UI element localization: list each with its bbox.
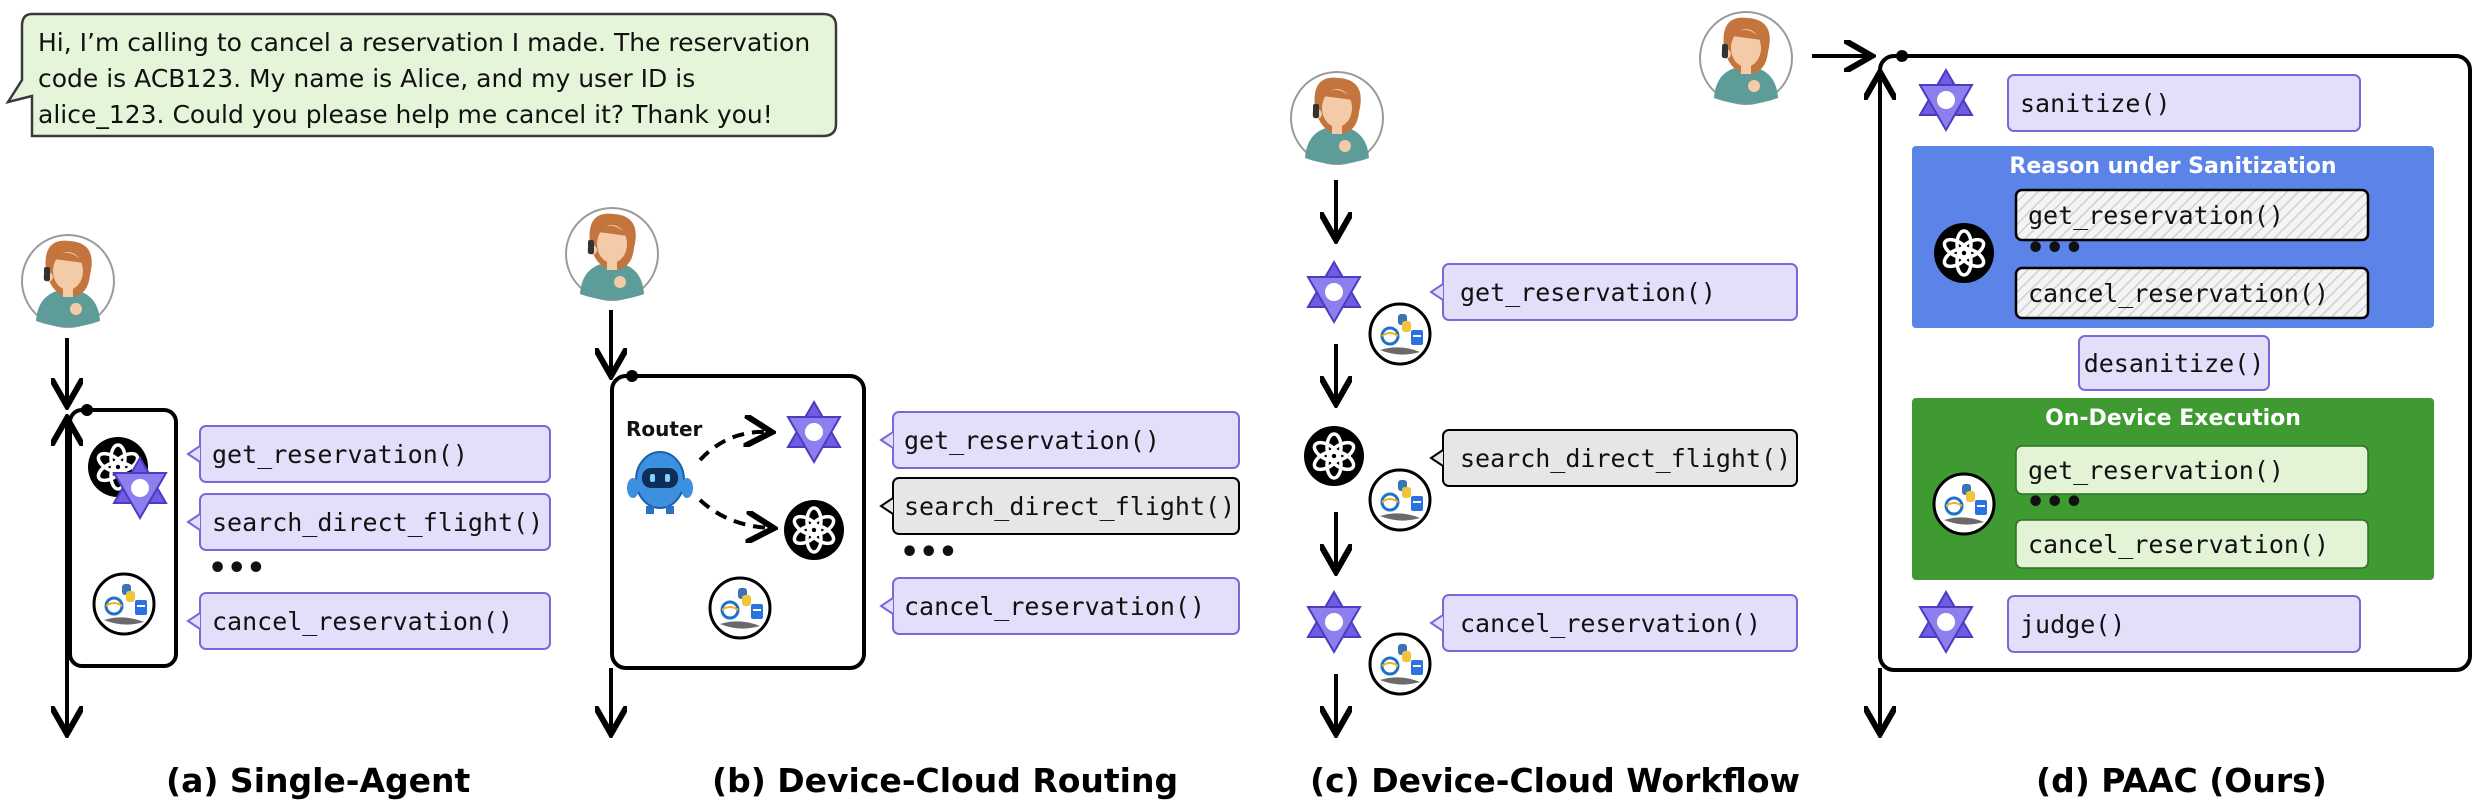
call-cancel-reservation: cancel_reservation()	[1460, 609, 1761, 638]
tools-icon	[92, 572, 156, 636]
exec-call-box	[2015, 519, 2369, 569]
speech-line-3: alice_123. Could you please help me canc…	[38, 100, 773, 129]
speech-line-1: Hi, I’m calling to cancel a reservation …	[38, 28, 810, 57]
exec-call-box	[2015, 445, 2369, 495]
call-judge: judge()	[2020, 610, 2125, 639]
route-arrow-local	[698, 432, 768, 462]
user-speech-bubble: Hi, I’m calling to cancel a reservation …	[5, 12, 838, 138]
ellipsis: •••	[208, 551, 266, 586]
caption-device-cloud-workflow: (c) Device-Cloud Workflow	[1310, 761, 1800, 800]
reason-call-get-reservation: get_reservation()	[2028, 201, 2284, 230]
cloud-model-icon	[1932, 221, 1996, 285]
panel-single-agent: get_reservation() search_direct_flight()…	[21, 234, 551, 800]
reason-call-cancel-reservation: cancel_reservation()	[2028, 279, 2329, 308]
router-label: Router	[626, 417, 703, 441]
call-sanitize: sanitize()	[2020, 89, 2171, 118]
tools-icon	[708, 576, 772, 640]
call-get-reservation: get_reservation()	[212, 440, 468, 469]
cloud-model-icon	[782, 498, 846, 562]
tools-icon	[1368, 302, 1432, 366]
user-avatar-icon	[1699, 11, 1793, 105]
caption-paac: (d) PAAC (Ours)	[2036, 761, 2327, 800]
call-get-reservation: get_reservation()	[904, 426, 1160, 455]
call-search-direct-flight: search_direct_flight()	[212, 508, 543, 537]
caption-device-cloud-routing: (b) Device-Cloud Routing	[712, 761, 1178, 800]
user-avatar-icon	[21, 234, 115, 328]
reason-call-box	[2014, 188, 2370, 242]
speech-line-2: code is ACB123. My name is Alice, and my…	[38, 64, 695, 93]
cloud-model-icon	[1302, 424, 1366, 488]
ellipsis: •••	[900, 535, 958, 570]
route-arrow-cloud	[698, 498, 770, 528]
call-desanitize: desanitize()	[2084, 349, 2265, 378]
panel-paac: sanitize() Reason under Sanitization get…	[1699, 11, 2472, 800]
user-avatar-icon	[565, 207, 659, 301]
caption-single-agent: (a) Single-Agent	[166, 761, 471, 800]
exec-call-cancel-reservation: cancel_reservation()	[2028, 530, 2329, 559]
reason-panel-title: Reason under Sanitization	[2009, 154, 2336, 179]
local-model-icon	[1307, 591, 1361, 653]
ellipsis: •••	[2026, 231, 2084, 266]
tools-icon	[1932, 472, 1996, 536]
call-search-direct-flight: search_direct_flight()	[1460, 444, 1791, 473]
panel-device-cloud-routing: Router get_reservation() search_direct_f…	[565, 207, 1240, 800]
tools-icon	[1368, 468, 1432, 532]
tools-icon	[1368, 632, 1432, 696]
ellipsis: •••	[2026, 485, 2084, 520]
exec-call-get-reservation: get_reservation()	[2028, 456, 2284, 485]
desanitize-box	[2078, 335, 2270, 391]
call-cancel-reservation: cancel_reservation()	[904, 592, 1205, 621]
local-model-icon	[1307, 261, 1361, 323]
call-search-direct-flight: search_direct_flight()	[904, 492, 1235, 521]
judge-box	[2007, 595, 2361, 653]
call-cancel-reservation: cancel_reservation()	[212, 607, 513, 636]
panel-device-cloud-workflow: get_reservation() search_direct_flight()…	[1290, 71, 1800, 800]
sanitize-box	[2007, 74, 2361, 132]
execution-panel-title: On-Device Execution	[2045, 406, 2301, 431]
call-get-reservation: get_reservation()	[1460, 278, 1716, 307]
reason-call-box	[2014, 266, 2370, 320]
user-avatar-icon	[1290, 71, 1384, 165]
